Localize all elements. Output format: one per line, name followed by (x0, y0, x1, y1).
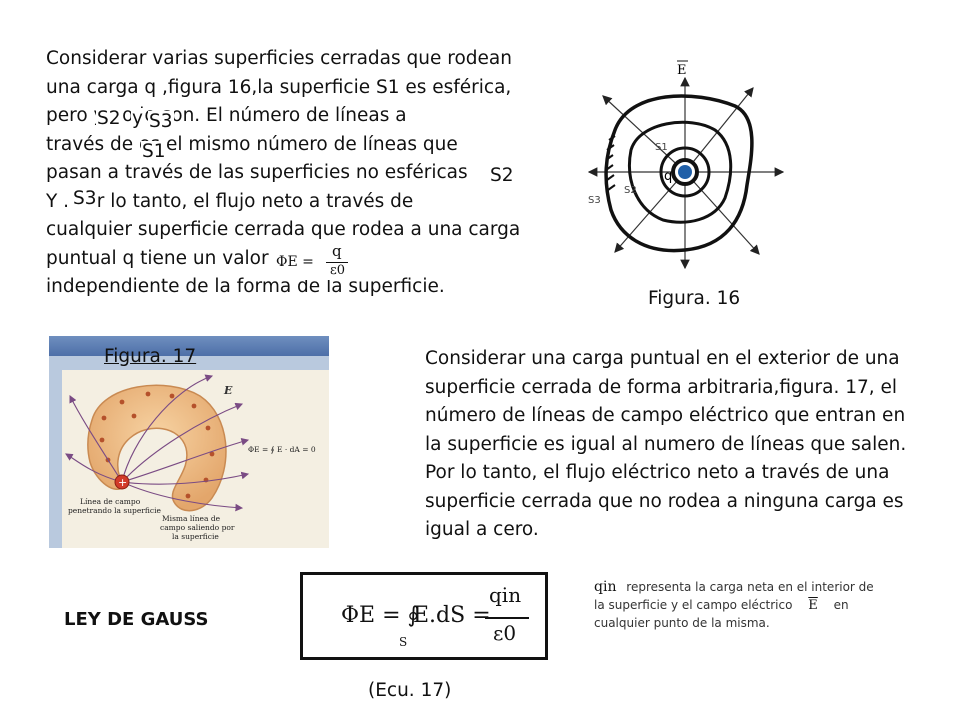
external-charge-sign: + (118, 476, 127, 489)
exterior-line: Considerar una carga puntual en el exter… (425, 348, 900, 369)
gauss-equation-mid: E.dS = (413, 603, 491, 628)
intro-line: pasan a través de las superficies no esf… (46, 162, 468, 183)
intro-line: una carga q ,figura 16,la superficie S1 … (46, 76, 512, 98)
gauss-law-title: LEY DE GAUSS (64, 609, 209, 630)
figure-17-caption: Figura. 17 (104, 346, 197, 367)
surface-label-s1: S1 (655, 142, 668, 153)
surface-token-s2: S2 (96, 108, 122, 129)
surface-label-s2: S2 (624, 185, 637, 196)
surface-s2-outline (628, 120, 733, 224)
gauss-equation-numerator: qin (489, 583, 522, 607)
intro-line: cualquier superficie cerrada que rodea a… (46, 219, 521, 240)
gauss-equation-box: ΦE = ∮ S E.dS = qin ε0 (300, 572, 548, 660)
label-line-leaving-1: Misma línea de (162, 514, 221, 523)
gauss-equation-bar (485, 617, 529, 619)
exterior-line: la superficie es igual al numero de líne… (425, 433, 907, 455)
surface-token-s3: S3 (148, 111, 174, 132)
surface-label-s3: S3 (588, 195, 601, 206)
intro-line: independiente de la forma de la superfic… (46, 276, 445, 297)
figure-17-header-band (49, 336, 329, 356)
note-line-1: representa la carga neta en el interior … (626, 580, 874, 594)
label-line-leaving-3: la superficie (172, 532, 219, 541)
exterior-charge-paragraph: Considerar una carga puntual en el exter… (425, 345, 906, 545)
gauss-equation-denominator: ε0 (493, 621, 517, 645)
surface-s3-hatching (605, 135, 616, 191)
figure-16-diagram: E q S1 S2 S3 (587, 60, 785, 270)
figure-17-field-label: E (223, 384, 233, 397)
surface-s1-circle (659, 146, 711, 198)
note-line-2b: en (833, 598, 849, 612)
equation-caption: (Ecu. 17) (368, 680, 452, 701)
label-line-entering-1: Línea de campo (80, 497, 141, 506)
figure-16-caption: Figura. 16 (648, 288, 741, 309)
conjunction-token: y (131, 108, 144, 129)
exterior-line: superficie cerrada de forma arbitraria,f… (425, 376, 898, 398)
surface-token-s3b: S3 (72, 188, 98, 209)
inline-flux-numerator: q (332, 242, 342, 260)
charge-label-q: q (664, 169, 672, 184)
intro-line: través de es el mismo número de líneas q… (46, 133, 458, 155)
exterior-line: superficie cerrada que no rodea a ningun… (425, 490, 904, 512)
gauss-equation-lhs: ΦE = ∮ (341, 603, 419, 628)
inline-flux-bar (326, 262, 348, 263)
intro-line: Considerar varias superficies cerradas q… (46, 48, 512, 69)
figure-17-panel: + E ΦE = ∮ E · dA = 0 Línea de campo pen… (62, 370, 329, 548)
figure-17-diagram: + E ΦE = ∮ E · dA = 0 Línea de campo pen… (65, 374, 316, 541)
figure-17-image: + E ΦE = ∮ E · dA = 0 Línea de campo pen… (49, 336, 329, 548)
gauss-note: qin representa la carga neta en el inter… (594, 578, 874, 632)
note-line-3: cualquier punto de la misma. (594, 616, 770, 630)
label-line-leaving-2: campo saliendo por (160, 523, 235, 532)
note-symbol: qin (594, 579, 617, 595)
external-charge (114, 474, 130, 490)
intro-line: puntual q tiene un valor y es (46, 247, 313, 269)
intro-line: Y . Por lo tanto, el flujo neto a través… (46, 190, 414, 212)
charge-dot (678, 165, 692, 179)
exterior-line: igual a cero. (425, 519, 539, 540)
note-line-2a: la superficie y el campo eléctrico (594, 598, 793, 612)
inline-flux-denominator: ε0 (330, 263, 346, 278)
surface-token-s2b: S2 (489, 165, 515, 186)
figure-17-formula: ΦE = ∮ E · dA = 0 (248, 445, 316, 454)
inline-flux-formula: ΦE = q ε0 (272, 242, 364, 280)
surface-token-s1: S1 (141, 141, 167, 162)
exterior-line: Por lo tanto, el flujo eléctrico neto a … (425, 462, 890, 483)
gauss-equation-surface-sub: S (399, 635, 408, 649)
field-label-e: E (677, 63, 687, 78)
surface-s3-outline (604, 94, 754, 253)
closed-surface-shape (87, 384, 227, 512)
exterior-line: número de líneas de campo eléctrico que … (425, 405, 906, 426)
label-line-entering-2: penetrando la superficie (68, 506, 161, 515)
note-field-symbol: E (808, 598, 818, 613)
inline-flux-lhs: ΦE = (276, 254, 314, 270)
